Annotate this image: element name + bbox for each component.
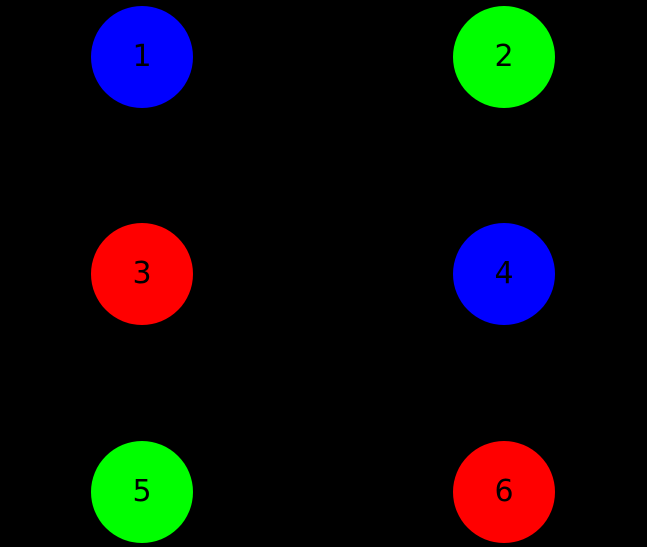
graph-node-5[interactable]: 5 [91, 441, 193, 543]
graph-node-3[interactable]: 3 [91, 223, 193, 325]
graph-node-2[interactable]: 2 [453, 6, 555, 108]
graph-node-label: 2 [494, 39, 514, 74]
graph-node-1[interactable]: 1 [91, 6, 193, 108]
graph-node-label: 4 [494, 256, 514, 291]
graph-node-label: 1 [132, 39, 152, 74]
graph-node-label: 3 [132, 256, 152, 291]
graph-node-4[interactable]: 4 [453, 223, 555, 325]
graph-node-label: 6 [494, 474, 514, 509]
graph-node-6[interactable]: 6 [453, 441, 555, 543]
graph-node-label: 5 [132, 474, 152, 509]
